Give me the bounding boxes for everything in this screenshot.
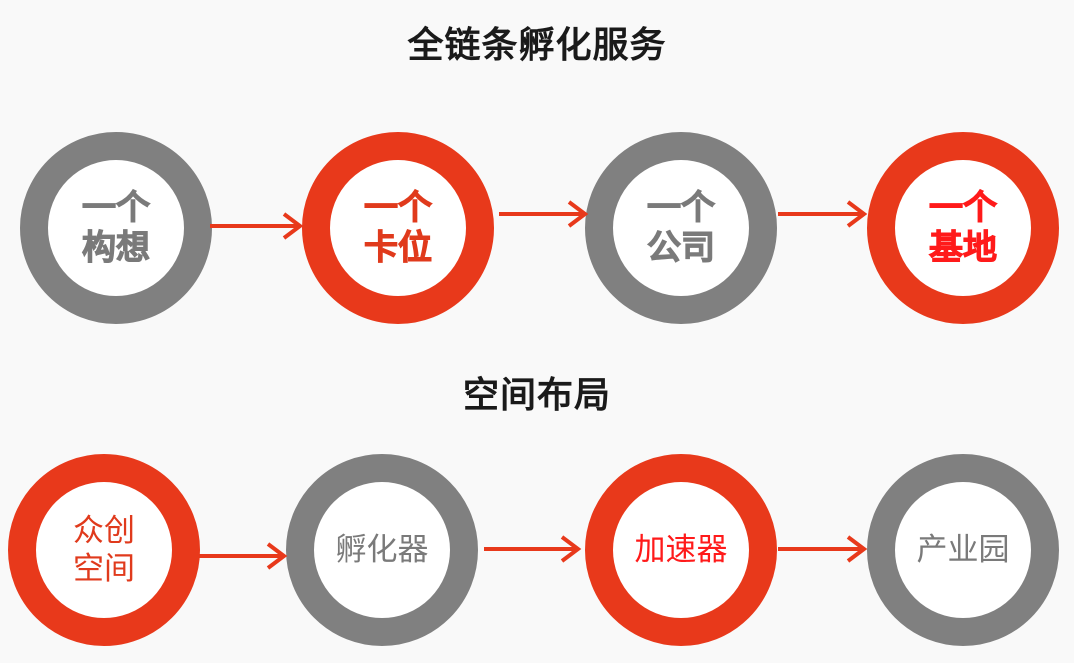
- space-layout-title: 空间布局: [462, 375, 611, 416]
- stage-company-node: 一个 公司: [585, 132, 777, 324]
- stage-company-label: 一个 公司: [647, 188, 716, 269]
- maker-space-line2: 空间: [73, 551, 135, 587]
- accelerator-node: 加速器: [585, 454, 777, 646]
- stage-base-line2: 基地: [929, 228, 998, 269]
- arrow-right-icon: [484, 535, 582, 563]
- stage-idea-node: 一个 构想: [20, 132, 212, 324]
- stage-idea-line1: 一个: [82, 188, 151, 229]
- arrow-right-icon: [198, 542, 288, 570]
- stage-position-line1: 一个: [364, 188, 433, 229]
- industrial-park-node: 产业园: [867, 454, 1059, 646]
- incubator-label: 孵化器: [335, 532, 429, 568]
- stage-position-node: 一个 卡位: [302, 132, 494, 324]
- accelerator-label: 加速器: [634, 532, 728, 568]
- arrow-right-icon: [778, 200, 868, 228]
- stage-idea-label: 一个 构想: [82, 188, 151, 269]
- maker-space-label: 众创 空间: [73, 512, 135, 588]
- arrow-right-icon: [210, 212, 304, 240]
- stage-base-line1: 一个: [929, 188, 998, 229]
- stage-company-line1: 一个: [647, 188, 716, 229]
- stage-company-line2: 公司: [647, 228, 716, 269]
- stage-position-label: 一个 卡位: [364, 188, 433, 269]
- chain-service-title: 全链条孵化服务: [407, 25, 667, 66]
- stage-idea-line2: 构想: [82, 228, 151, 269]
- incubator-node: 孵化器: [286, 454, 478, 646]
- stage-base-node: 一个 基地: [867, 132, 1059, 324]
- industrial-park-label: 产业园: [916, 532, 1010, 568]
- maker-space-node: 众创 空间: [8, 454, 200, 646]
- arrow-right-icon: [778, 535, 868, 563]
- stage-base-label: 一个 基地: [929, 188, 998, 269]
- stage-position-line2: 卡位: [364, 228, 433, 269]
- maker-space-line1: 众创: [73, 513, 135, 549]
- arrow-right-icon: [499, 200, 589, 228]
